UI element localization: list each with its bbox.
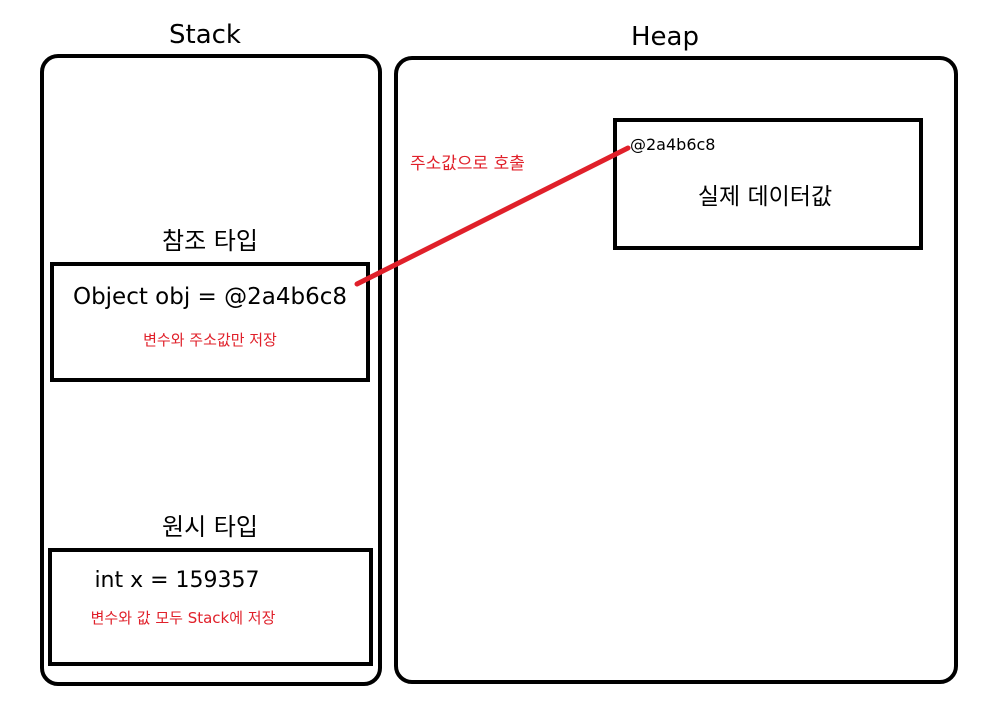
primitive-variable-code: int x = 159357 [94,568,260,593]
heap-object-value: 실제 데이터값 [697,184,833,210]
heap-object-box [613,118,923,250]
reference-variable-note: 변수와 주소값만 저장 [143,331,277,349]
stack-title: Stack [169,20,241,50]
heap-object-address: @2a4b6c8 [630,135,716,154]
primitive-type-heading: 원시 타입 [162,513,258,541]
heap-title: Heap [631,22,699,52]
reference-variable-code: Object obj = @2a4b6c8 [72,284,348,310]
primitive-variable-note: 변수와 값 모두 Stack에 저장 [90,609,276,627]
reference-variable-box [50,262,370,382]
reference-type-heading: 참조 타입 [162,227,258,255]
call-by-address-label: 주소값으로 호출 [410,154,525,174]
primitive-variable-box [48,548,373,666]
